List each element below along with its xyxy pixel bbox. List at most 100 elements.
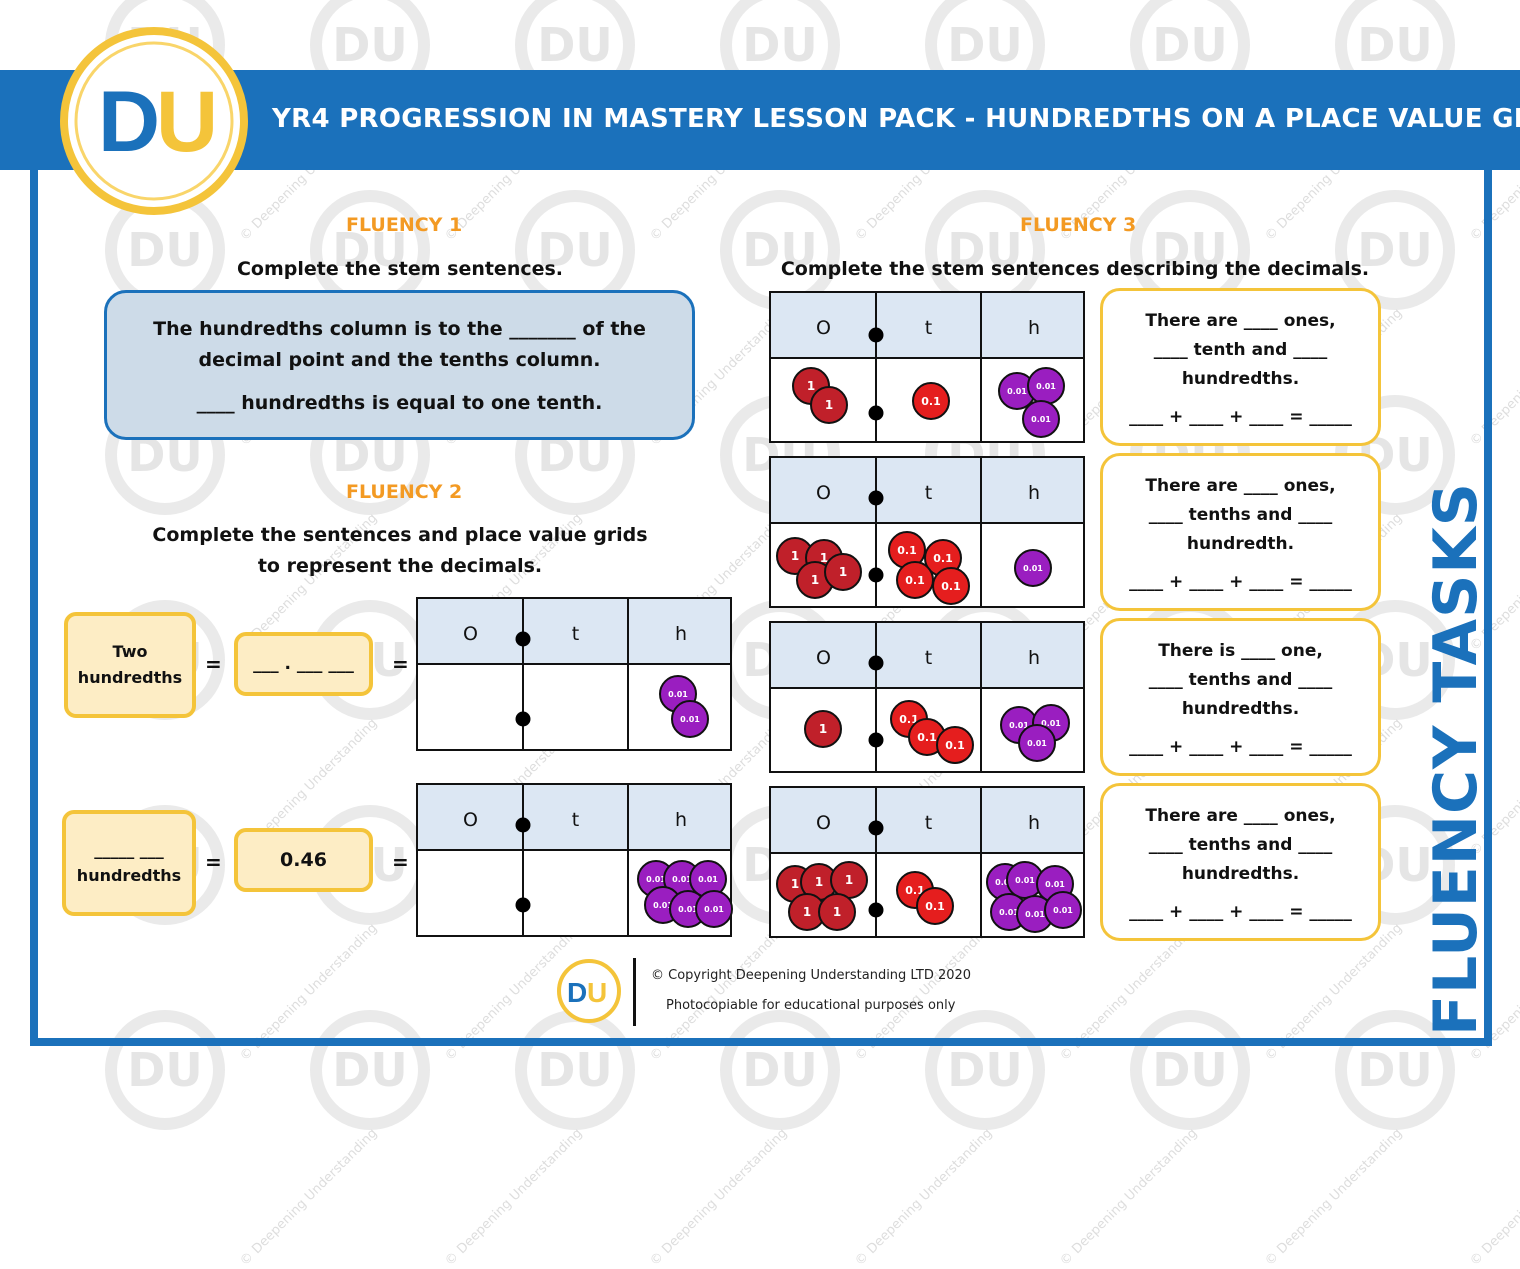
grid-column-divider bbox=[522, 785, 524, 935]
sentence-line: ____ tenths and ____ bbox=[1148, 670, 1333, 690]
grid-header-hundredths: h bbox=[1027, 317, 1041, 339]
grid-header-ones: O bbox=[463, 623, 478, 645]
tenths-counter: 0.1 bbox=[896, 561, 934, 599]
grid-header-tenths: t bbox=[924, 812, 933, 834]
grid-column-divider bbox=[875, 458, 877, 606]
grid-header-hundredths: h bbox=[674, 623, 688, 645]
sentence-line: There are ____ ones, bbox=[1145, 806, 1336, 826]
decimal-point bbox=[515, 631, 531, 647]
ones-counter: 1 bbox=[824, 553, 862, 591]
grid-column-divider bbox=[980, 293, 982, 441]
fluency1-box: The hundredths column is to the _______ … bbox=[104, 290, 695, 440]
grid-column-divider bbox=[875, 293, 877, 441]
page-frame bbox=[30, 166, 1492, 1046]
svg-text:D: D bbox=[567, 977, 587, 1008]
watermark-text: © Deepening Understanding bbox=[647, 1125, 791, 1269]
grid-column-divider bbox=[627, 599, 629, 749]
hundredths-counter: 0.01 bbox=[1027, 367, 1065, 405]
sum-line: ____ + ____ + ____ = _____ bbox=[1129, 737, 1352, 757]
decimal-box[interactable]: ___ . ___ ___ bbox=[234, 632, 373, 696]
instruction-line: Complete the sentences and place value g… bbox=[152, 524, 648, 546]
grid-column-divider bbox=[980, 788, 982, 936]
grid-header-hundredths: h bbox=[674, 809, 688, 831]
hundredths-counter: 0.01 bbox=[1022, 400, 1060, 438]
fluency1-line: ____ hundredths is equal to one tenth. bbox=[196, 392, 603, 414]
sentence-box[interactable]: There is ____ one,____ tenths and ____hu… bbox=[1100, 618, 1381, 776]
equals-sign: = bbox=[205, 652, 222, 676]
sentence-box[interactable]: There are ____ ones, ____ tenths and ____… bbox=[1100, 453, 1381, 611]
sentence-line: hundredths. bbox=[1181, 864, 1300, 884]
grid-header bbox=[771, 788, 1083, 854]
grid-header bbox=[418, 599, 730, 665]
du-logo-icon: D U bbox=[60, 27, 248, 215]
grid-header bbox=[771, 293, 1083, 359]
du-footer-logo-icon: D U bbox=[557, 959, 621, 1023]
grid-column-divider bbox=[875, 788, 877, 936]
word-box: Two hundredths bbox=[64, 612, 196, 718]
svg-text:D: D bbox=[98, 74, 160, 170]
footer-note: Photocopiable for educational purposes o… bbox=[666, 998, 956, 1013]
grid-column-divider bbox=[522, 599, 524, 749]
grid-header-tenths: t bbox=[571, 623, 580, 645]
word-text: hundredths bbox=[76, 866, 182, 885]
sentence-line: There are ____ ones, bbox=[1145, 311, 1336, 331]
hundredths-counter: 0.01 bbox=[1044, 891, 1082, 929]
grid-header-hundredths: h bbox=[1027, 812, 1041, 834]
watermark-text: © Deepening Understanding bbox=[1057, 1125, 1201, 1269]
grid-header-ones: O bbox=[816, 647, 831, 669]
watermark-text: © Deepening Understanding bbox=[442, 1125, 586, 1269]
decimal-point bbox=[868, 732, 884, 748]
header-bar bbox=[0, 70, 1520, 170]
fluency1-title: FLUENCY 1 bbox=[346, 214, 463, 236]
hundredths-counter: 0.01 bbox=[1018, 724, 1056, 762]
side-label: FLUENCY TASKS bbox=[1421, 482, 1491, 1036]
grid-header bbox=[418, 785, 730, 851]
sentence-line: There are ____ ones, bbox=[1145, 476, 1336, 496]
sentence-line: hundredth. bbox=[1186, 534, 1295, 554]
equals-sign: = bbox=[392, 850, 409, 874]
word-text: Two bbox=[112, 642, 148, 661]
grid-column-divider bbox=[627, 785, 629, 935]
tenths-counter: 0.1 bbox=[916, 887, 954, 925]
svg-text:U: U bbox=[156, 74, 218, 170]
fluency2-title: FLUENCY 2 bbox=[346, 481, 463, 503]
ones-counter: 1 bbox=[804, 710, 842, 748]
grid-header-hundredths: h bbox=[1027, 647, 1041, 669]
sentence-line: ____ tenths and ____ bbox=[1148, 505, 1333, 525]
footer-copyright: © Copyright Deepening Understanding LTD … bbox=[651, 968, 972, 983]
decimal-point bbox=[868, 490, 884, 506]
word-text: _____ ___ bbox=[94, 840, 164, 859]
ones-counter: 1 bbox=[818, 893, 856, 931]
sentence-box[interactable]: There are ____ ones,____ tenths and ____… bbox=[1100, 783, 1381, 941]
grid-header-ones: O bbox=[816, 317, 831, 339]
decimal-point bbox=[868, 405, 884, 421]
watermark-text: © Deepening Understanding bbox=[852, 1125, 996, 1269]
grid-header-ones: O bbox=[816, 812, 831, 834]
grid-header-tenths: t bbox=[571, 809, 580, 831]
decimal-point bbox=[515, 817, 531, 833]
hundredths-counter: 0.01 bbox=[695, 890, 733, 928]
decimal-point bbox=[868, 655, 884, 671]
word-box[interactable]: _____ ___ hundredths bbox=[62, 810, 196, 916]
decimal-point bbox=[868, 567, 884, 583]
footer-divider bbox=[633, 958, 636, 1026]
decimal-point bbox=[868, 902, 884, 918]
decimal-point bbox=[868, 327, 884, 343]
tenths-counter: 0.1 bbox=[936, 726, 974, 764]
grid-header bbox=[771, 623, 1083, 689]
sentence-box[interactable]: There are ____ ones,____ tenth and ____h… bbox=[1100, 288, 1381, 446]
fluency3-title: FLUENCY 3 bbox=[1020, 214, 1137, 236]
decimal-text: 0.46 bbox=[280, 849, 327, 871]
decimal-text: ___ . ___ ___ bbox=[253, 654, 354, 674]
svg-text:U: U bbox=[587, 977, 607, 1008]
fluency2-instruction: Complete the sentences and place value g… bbox=[120, 520, 680, 582]
sentence-line: hundredths. bbox=[1181, 699, 1300, 719]
tenths-counter: 0.1 bbox=[932, 567, 970, 605]
grid-header-tenths: t bbox=[924, 647, 933, 669]
fluency3-instruction: Complete the stem sentences describing t… bbox=[780, 258, 1370, 280]
